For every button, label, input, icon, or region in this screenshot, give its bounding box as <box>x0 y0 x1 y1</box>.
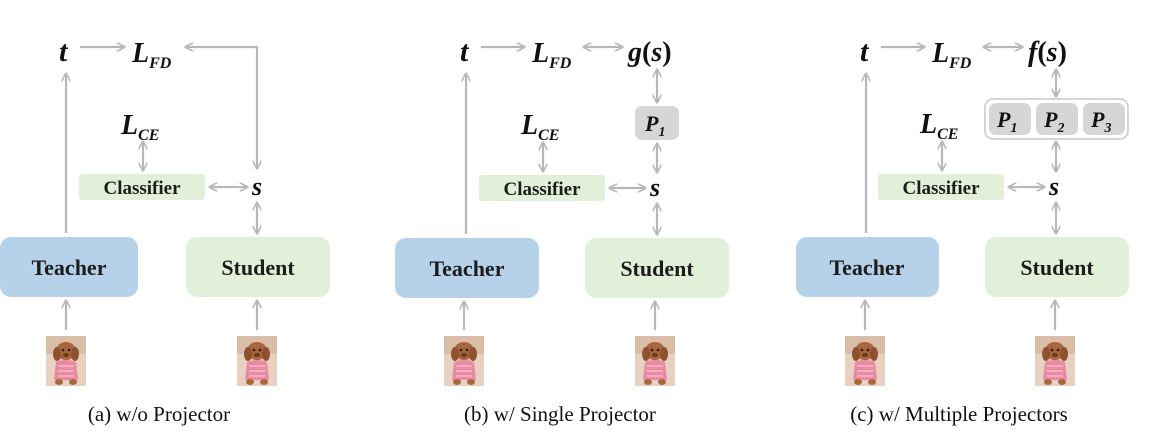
fs-open: ( <box>1037 37 1046 68</box>
loss-ce: LCE <box>120 110 159 144</box>
teacher-input-image <box>444 336 484 386</box>
teacher-label: Teacher <box>430 256 505 281</box>
p3-base: P <box>1090 107 1105 132</box>
student-input-image <box>237 336 277 386</box>
teacher-feature-t: t <box>860 35 870 68</box>
fs-close: ) <box>1058 37 1067 68</box>
fs-arg: s <box>1046 37 1058 68</box>
caption-b: (b) w/ Single Projector <box>464 402 656 426</box>
p1-sub: 1 <box>658 125 665 140</box>
student-label: Student <box>620 256 694 281</box>
student-input-image <box>1035 336 1075 386</box>
loss-fd-sub: FD <box>148 55 172 72</box>
loss-ce: LCE <box>520 110 559 144</box>
teacher-box <box>0 237 138 297</box>
projected-feature-fs: f(s) <box>1028 37 1067 68</box>
student-box <box>585 238 729 298</box>
panel-a: t LFD LCE Classifier s Teacher Student (… <box>0 35 330 426</box>
classifier-box <box>878 174 1004 200</box>
teacher-feature-t: t <box>59 35 69 68</box>
teacher-input-image <box>845 336 885 386</box>
student-box <box>186 237 330 297</box>
projector-p1-box <box>635 106 679 140</box>
loss-ce-sub: CE <box>937 126 958 143</box>
student-feature-s: s <box>1048 172 1059 201</box>
caption-c: (c) w/ Multiple Projectors <box>850 402 1068 426</box>
classifier-box <box>79 174 205 200</box>
student-box <box>985 237 1129 297</box>
teacher-label: Teacher <box>32 255 107 280</box>
p3-sub: 3 <box>1103 121 1111 136</box>
arrow-s-lfd <box>186 47 257 168</box>
loss-ce-sub: CE <box>538 127 559 144</box>
p1-base: P <box>644 111 659 136</box>
p2-sub: 2 <box>1056 121 1064 136</box>
projector-p2: P2 <box>1043 107 1064 136</box>
loss-fd: LFD <box>531 38 572 72</box>
projected-feature-gs: g(s) <box>627 37 672 68</box>
teacher-box <box>395 238 539 298</box>
p2-base: P <box>1043 107 1058 132</box>
projector-p3-box <box>1083 103 1125 135</box>
loss-fd: LFD <box>131 38 172 72</box>
loss-fd-sub: FD <box>548 55 572 72</box>
student-label: Student <box>1020 255 1094 280</box>
gs-arg: s <box>650 37 662 68</box>
student-feature-s: s <box>251 172 262 201</box>
classifier-label: Classifier <box>902 178 980 199</box>
panel-c: t LFD f(s) P1 P2 P3 LCE Classifier s Tea… <box>796 35 1129 426</box>
student-label: Student <box>221 255 295 280</box>
loss-fd-base: L <box>531 38 549 69</box>
loss-ce: LCE <box>919 109 958 143</box>
student-feature-s: s <box>649 173 660 202</box>
projector-p2-box <box>1036 103 1078 135</box>
loss-ce-base: L <box>120 110 138 141</box>
student-input-image <box>635 336 675 386</box>
loss-fd-base: L <box>131 38 149 69</box>
loss-fd-sub: FD <box>948 55 972 72</box>
panel-b: t LFD g(s) P1 LCE Classifier s Teacher S… <box>395 35 729 426</box>
p1-sub: 1 <box>1010 121 1017 136</box>
projector-p1: P1 <box>644 111 665 140</box>
loss-ce-base: L <box>520 110 538 141</box>
classifier-label: Classifier <box>103 178 181 199</box>
loss-ce-sub: CE <box>138 127 159 144</box>
fs-fn: f <box>1028 37 1040 68</box>
loss-fd-base: L <box>931 38 949 69</box>
p1-base: P <box>996 107 1011 132</box>
classifier-label: Classifier <box>503 179 581 200</box>
gs-close: ) <box>662 37 671 68</box>
projector-p1-box <box>989 103 1031 135</box>
gs-open: ( <box>642 37 651 68</box>
teacher-feature-t: t <box>460 35 470 68</box>
teacher-label: Teacher <box>830 255 905 280</box>
gs-fn: g <box>627 37 642 68</box>
loss-fd: LFD <box>931 38 972 72</box>
projector-p3: P3 <box>1090 107 1111 136</box>
projector-p1: P1 <box>996 107 1017 136</box>
teacher-box <box>796 237 939 297</box>
classifier-box <box>479 175 605 201</box>
teacher-input-image <box>46 336 86 386</box>
caption-a: (a) w/o Projector <box>88 402 230 426</box>
loss-ce-base: L <box>919 109 937 140</box>
